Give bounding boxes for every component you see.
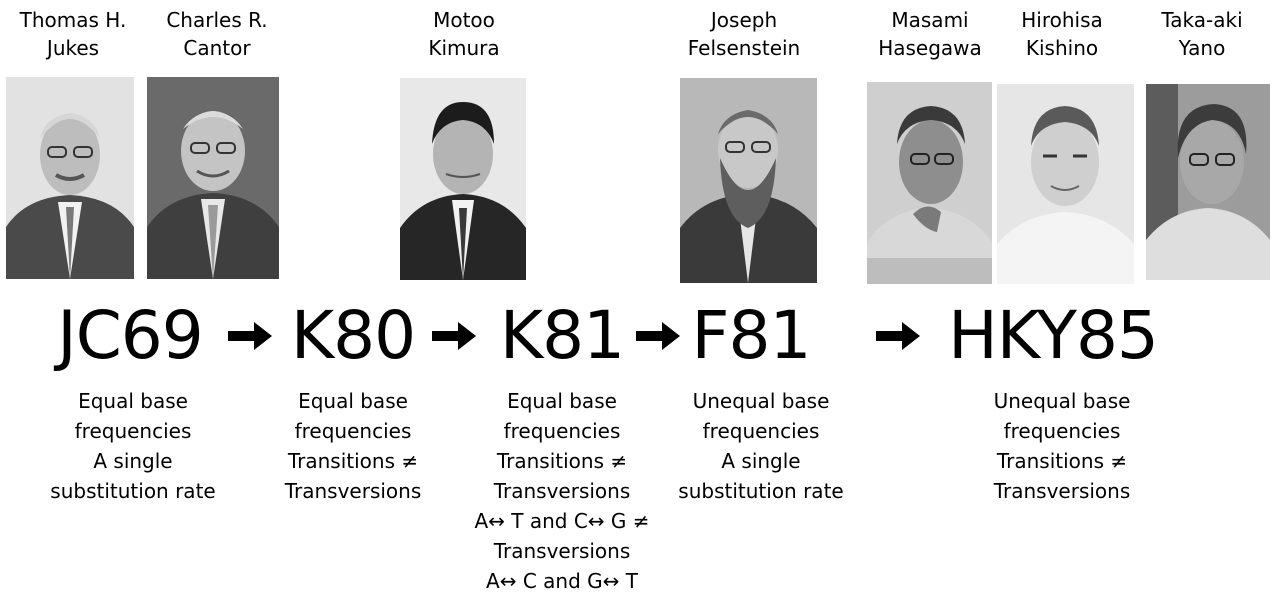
- description-line: Transitions ≠: [996, 449, 1128, 473]
- right-arrow-icon: [228, 318, 272, 354]
- person-name-line: Joseph: [710, 8, 778, 32]
- person-name-yano: Taka-aki Yano: [1161, 6, 1242, 62]
- portrait-kimura: [400, 78, 526, 280]
- model-k81: K81: [499, 297, 625, 374]
- person-name-line: Cantor: [183, 36, 251, 60]
- right-arrow-icon: [636, 318, 680, 354]
- description-hky85: Unequal base frequencies Transitions ≠ T…: [994, 386, 1131, 506]
- description-line: Unequal base: [993, 389, 1131, 413]
- description-line: substitution rate: [50, 479, 216, 503]
- person-name-line: Hirohisa: [1021, 8, 1103, 32]
- description-line: A single: [721, 449, 801, 473]
- description-line: frequencies: [702, 419, 820, 443]
- description-line: Transversions: [493, 539, 631, 563]
- person-name-hasegawa: Masami Hasegawa: [878, 6, 982, 62]
- model-f81: F81: [691, 297, 812, 374]
- description-line: A single: [93, 449, 173, 473]
- person-name-line: Felsenstein: [687, 36, 801, 60]
- portrait-yano: [1146, 84, 1270, 280]
- person-name-line: Hasegawa: [878, 36, 982, 60]
- person-name-line: Thomas H.: [19, 8, 127, 32]
- description-line: Transversions: [284, 479, 422, 503]
- portrait-jukes: [6, 77, 134, 279]
- person-name-jukes: Thomas H. Jukes: [20, 6, 127, 62]
- description-line: A↔ C and G↔ T: [486, 569, 638, 593]
- person-name-line: Motoo: [433, 8, 495, 32]
- description-line: frequencies: [294, 419, 412, 443]
- description-line: Transversions: [993, 479, 1131, 503]
- description-line: Transversions: [493, 479, 631, 503]
- portrait-cantor: [147, 77, 279, 279]
- description-line: frequencies: [1003, 419, 1121, 443]
- description-line: Equal base: [78, 389, 188, 413]
- description-line: Unequal base: [692, 389, 830, 413]
- person-name-kishino: Hirohisa Kishino: [1021, 6, 1103, 62]
- description-line: Transitions ≠: [287, 449, 419, 473]
- right-arrow-icon: [432, 318, 476, 354]
- portrait-hasegawa: [867, 82, 992, 284]
- person-name-line: Jukes: [46, 36, 100, 60]
- description-jc69: Equal base frequencies A single substitu…: [50, 386, 215, 506]
- description-line: Equal base: [507, 389, 617, 413]
- description-f81: Unequal base frequencies A single substi…: [678, 386, 843, 506]
- description-line: frequencies: [503, 419, 621, 443]
- model-k80: K80: [290, 297, 416, 374]
- person-name-felsenstein: Joseph Felsenstein: [688, 6, 800, 62]
- person-name-line: Taka-aki: [1161, 8, 1243, 32]
- right-arrow-icon: [876, 318, 920, 354]
- person-name-kimura: Motoo Kimura: [428, 6, 499, 62]
- description-line: Equal base: [298, 389, 408, 413]
- description-k80: Equal base frequencies Transitions ≠ Tra…: [285, 386, 422, 506]
- person-name-line: Kimura: [428, 36, 500, 60]
- model-jc69: JC69: [57, 297, 204, 374]
- person-name-cantor: Charles R. Cantor: [166, 6, 267, 62]
- person-name-line: Kishino: [1025, 36, 1099, 60]
- description-line: Transitions ≠: [496, 449, 628, 473]
- description-line: frequencies: [74, 419, 192, 443]
- model-hky85: HKY85: [948, 297, 1159, 374]
- description-line: substitution rate: [678, 479, 844, 503]
- person-name-line: Charles R.: [166, 8, 268, 32]
- person-name-line: Yano: [1178, 36, 1226, 60]
- person-name-line: Masami: [891, 8, 969, 32]
- portrait-felsenstein: [680, 78, 817, 283]
- description-line: A↔ T and C↔ G ≠: [474, 509, 650, 533]
- description-k81: Equal base frequencies Transitions ≠ Tra…: [474, 386, 649, 596]
- portrait-kishino: [997, 84, 1134, 284]
